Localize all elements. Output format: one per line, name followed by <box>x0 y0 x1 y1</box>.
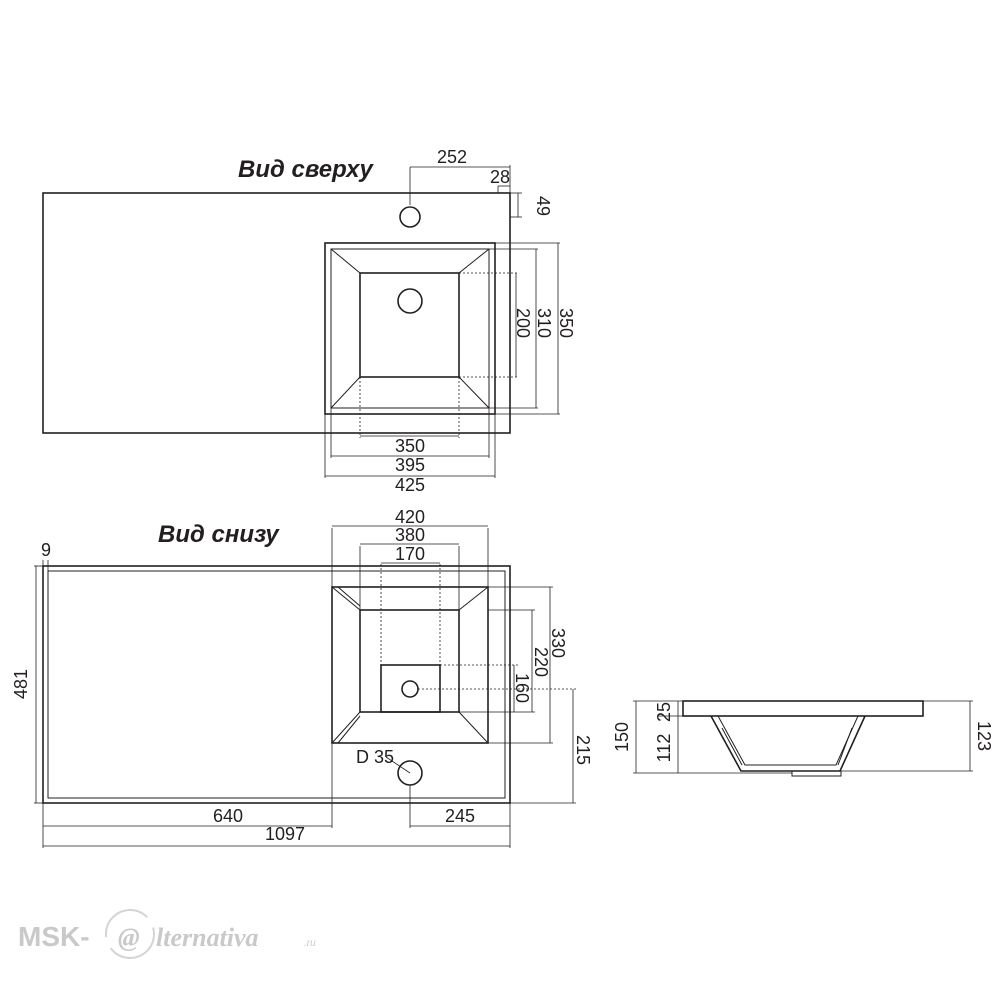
top-drain-hole <box>397 288 423 314</box>
dim-425: 425 <box>395 475 425 495</box>
dim-200: 200 <box>513 308 533 338</box>
bottom-countertop-inner <box>47 570 506 799</box>
watermark-logo: MSK- @ lternativa .ru <box>18 909 316 959</box>
svg-text:MSK-: MSK- <box>18 921 90 952</box>
dim-112: 112 <box>654 734 674 763</box>
side-view: 150 25 112 123 <box>612 700 994 777</box>
dim-481: 481 <box>11 669 31 699</box>
dim-350-h: 350 <box>395 436 425 456</box>
dim-9: 9 <box>41 540 51 560</box>
dim-150: 150 <box>612 722 632 752</box>
dim-1097: 1097 <box>265 824 305 844</box>
watermark-ring <box>105 909 155 959</box>
side-drain-outlet <box>791 770 842 777</box>
dim-310: 310 <box>534 308 554 338</box>
svg-text:.ru: .ru <box>304 938 316 949</box>
side-countertop-slab <box>682 700 924 717</box>
dim-220: 220 <box>531 647 551 677</box>
dim-252: 252 <box>437 147 467 167</box>
top-basin-bottom <box>359 272 460 378</box>
dim-170: 170 <box>395 544 425 564</box>
side-basin-profile <box>710 715 866 772</box>
top-view: Вид сверху 252 28 49 200 <box>42 147 576 495</box>
dim-160: 160 <box>512 673 532 703</box>
top-basin-outer <box>324 242 496 415</box>
dim-215: 215 <box>573 735 593 765</box>
dim-25: 25 <box>654 702 674 722</box>
dim-350-v: 350 <box>556 308 576 338</box>
top-countertop-outline <box>42 192 511 434</box>
top-faucet-hole <box>399 206 421 228</box>
dim-380: 380 <box>395 525 425 545</box>
bottom-view: Вид снизу D 35 9 481 420 <box>11 507 593 848</box>
svg-text:@: @ <box>118 923 140 952</box>
dim-49: 49 <box>533 196 553 216</box>
top-view-title: Вид сверху <box>238 156 375 183</box>
dim-28: 28 <box>490 167 510 187</box>
bottom-drain-block <box>380 664 441 713</box>
bottom-drain-hole <box>401 680 419 698</box>
dim-395: 395 <box>395 455 425 475</box>
top-basin-rim <box>330 248 490 409</box>
dim-330: 330 <box>548 628 568 658</box>
dim-640: 640 <box>213 806 243 826</box>
bottom-countertop-outline <box>42 565 511 804</box>
dim-D35: D 35 <box>356 747 394 767</box>
bottom-view-title: Вид снизу <box>158 521 280 548</box>
svg-text:lternativa: lternativa <box>156 923 259 952</box>
dim-245: 245 <box>445 806 475 826</box>
dim-123: 123 <box>974 721 994 751</box>
dim-420: 420 <box>395 507 425 527</box>
